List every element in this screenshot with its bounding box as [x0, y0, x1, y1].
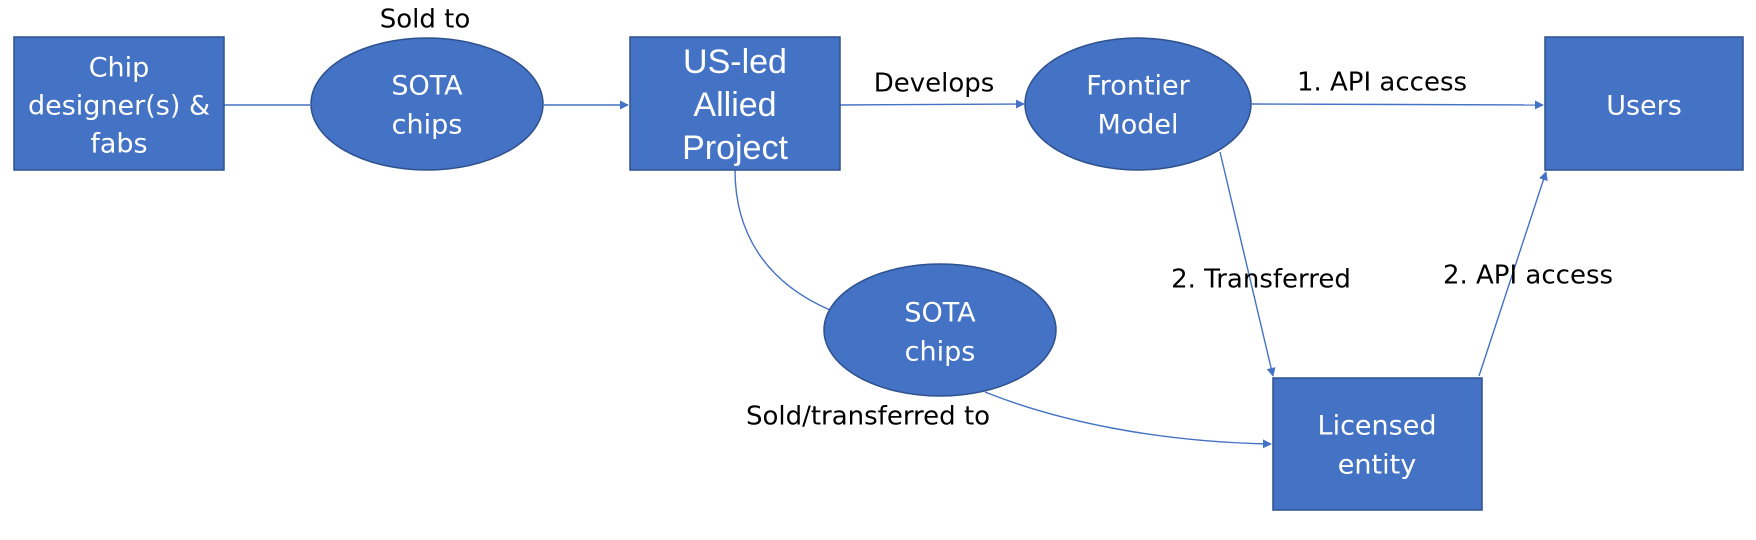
node-label-line: fabs	[90, 129, 147, 160]
node-users: Users	[1544, 36, 1744, 171]
node-label-line: Frontier	[1086, 71, 1190, 102]
node-label-line: Users	[1606, 91, 1682, 122]
node-us-led-allied-project: US-led Allied Project	[629, 36, 841, 171]
node-label-line: SOTA	[904, 298, 976, 329]
edge-label-sold-to: Sold to	[380, 4, 471, 34]
node-sota-chips-top: SOTA chips	[310, 37, 544, 171]
node-chip-designers: Chip designer(s) & fabs	[13, 36, 225, 171]
edge-label-api-access-1: 1. API access	[1297, 67, 1467, 97]
node-label-line: Allied	[693, 86, 776, 124]
edge-licensed-to-users	[1478, 171, 1548, 377]
edge-project-to-model	[839, 99, 1025, 109]
edge-bottom-chips-to-licensed	[984, 391, 1272, 449]
node-label-line: US-led	[683, 43, 787, 81]
node-licensed-entity: Licensed entity	[1272, 377, 1483, 511]
edge-label-transferred-2: 2. Transferred	[1171, 264, 1351, 294]
node-label-line: entity	[1338, 450, 1416, 481]
node-label-line: designer(s) &	[28, 91, 210, 122]
edge-project-to-bottom-chips	[734, 169, 831, 311]
node-label-line: chips	[392, 110, 463, 141]
node-label-line: Chip	[89, 53, 150, 84]
node-label-line: Licensed	[1318, 411, 1437, 442]
node-frontier-model: Frontier Model	[1024, 37, 1252, 171]
node-label-line: Model	[1097, 110, 1178, 141]
node-label-line: Project	[682, 129, 788, 167]
node-label-line: SOTA	[391, 71, 463, 102]
edge-model-to-users	[1251, 100, 1544, 110]
edge-model-to-licensed	[1219, 151, 1276, 377]
node-label-line: chips	[905, 337, 976, 368]
edge-label-develops: Develops	[874, 68, 995, 98]
node-sota-chips-bottom: SOTA chips	[823, 263, 1057, 397]
edge-label-sold-transferred-to: Sold/transferred to	[746, 401, 990, 431]
edge-label-api-access-2: 2. API access	[1443, 260, 1613, 290]
